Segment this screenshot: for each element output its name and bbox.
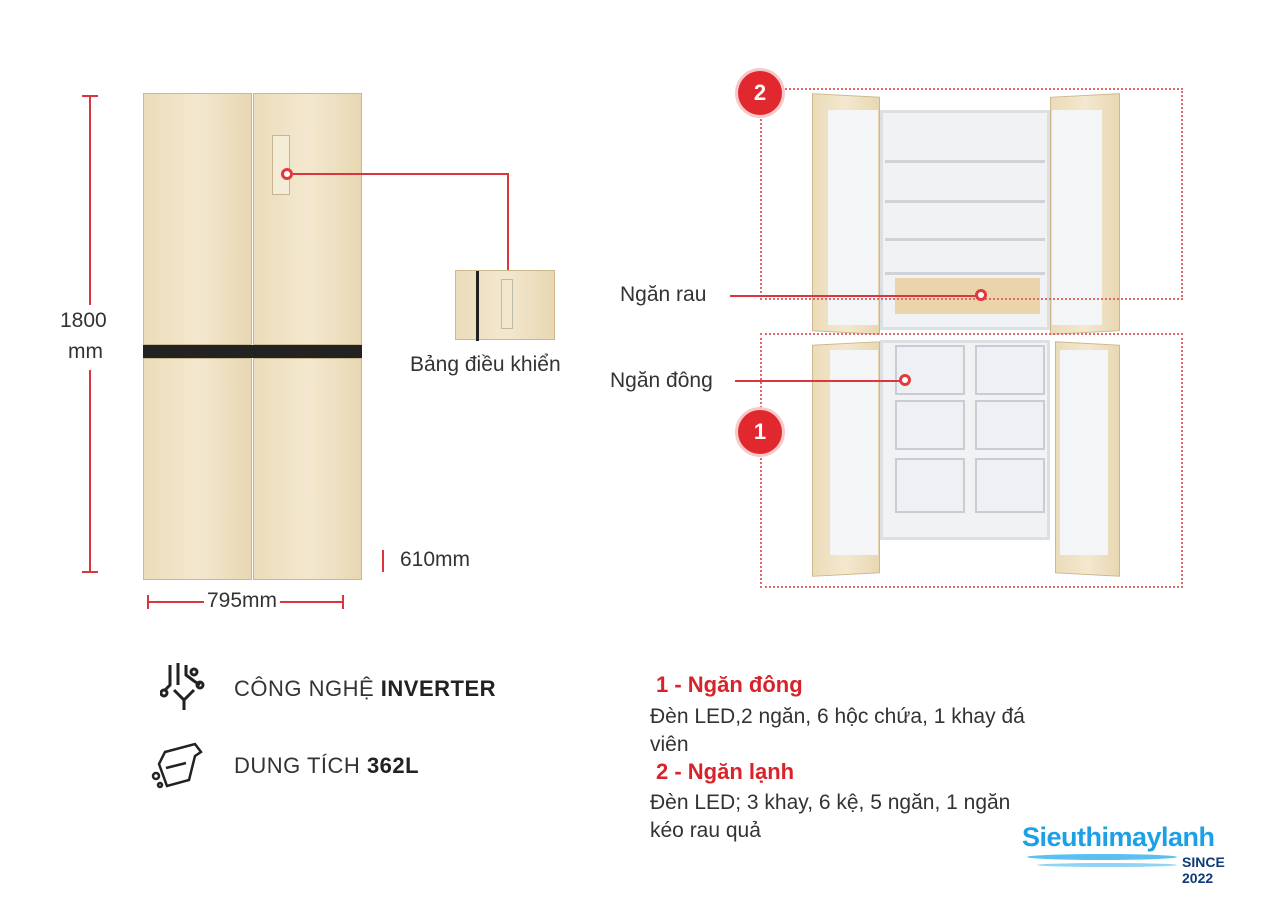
- crisper-marker: [975, 289, 987, 301]
- freezer-zone-box: [760, 333, 1183, 588]
- fridge-zone-box: [760, 88, 1183, 300]
- section-1-text: Đèn LED,2 ngăn, 6 hộc chứa, 1 khay đá: [650, 705, 1025, 728]
- feature-capacity: DUNG TÍCH 362L: [234, 753, 420, 778]
- section-1-title: 1 - Ngăn đông: [656, 672, 803, 697]
- section-1-text-cont: viên: [650, 733, 689, 756]
- control-panel-marker: [281, 168, 293, 180]
- freezer-marker: [899, 374, 911, 386]
- circuit-icon: [160, 663, 205, 710]
- control-panel-zoom: [455, 270, 555, 341]
- height-value: 1800: [60, 309, 107, 332]
- section-2-title: 2 - Ngăn lạnh: [656, 759, 795, 784]
- measuring-jug-icon: [151, 742, 203, 789]
- brand-logo: Sieuthimaylanh SINCE 2022: [1022, 822, 1225, 886]
- zone-2-badge: 2: [738, 71, 782, 115]
- control-panel-label: Bảng điều khiển: [410, 353, 561, 376]
- feature-inverter: CÔNG NGHỆ INVERTER: [234, 676, 497, 701]
- section-2-text-cont: kéo rau quả: [650, 819, 761, 842]
- section-2-text: Đèn LED; 3 khay, 6 kệ, 5 ngăn, 1 ngăn: [650, 791, 1011, 814]
- freezer-label: Ngăn đông: [610, 369, 713, 392]
- depth-value: 610mm: [400, 548, 471, 571]
- width-value: 795mm: [204, 589, 281, 613]
- zone-1-badge: 1: [738, 410, 782, 454]
- height-unit: mm: [68, 340, 103, 363]
- crisper-label: Ngăn rau: [620, 283, 707, 306]
